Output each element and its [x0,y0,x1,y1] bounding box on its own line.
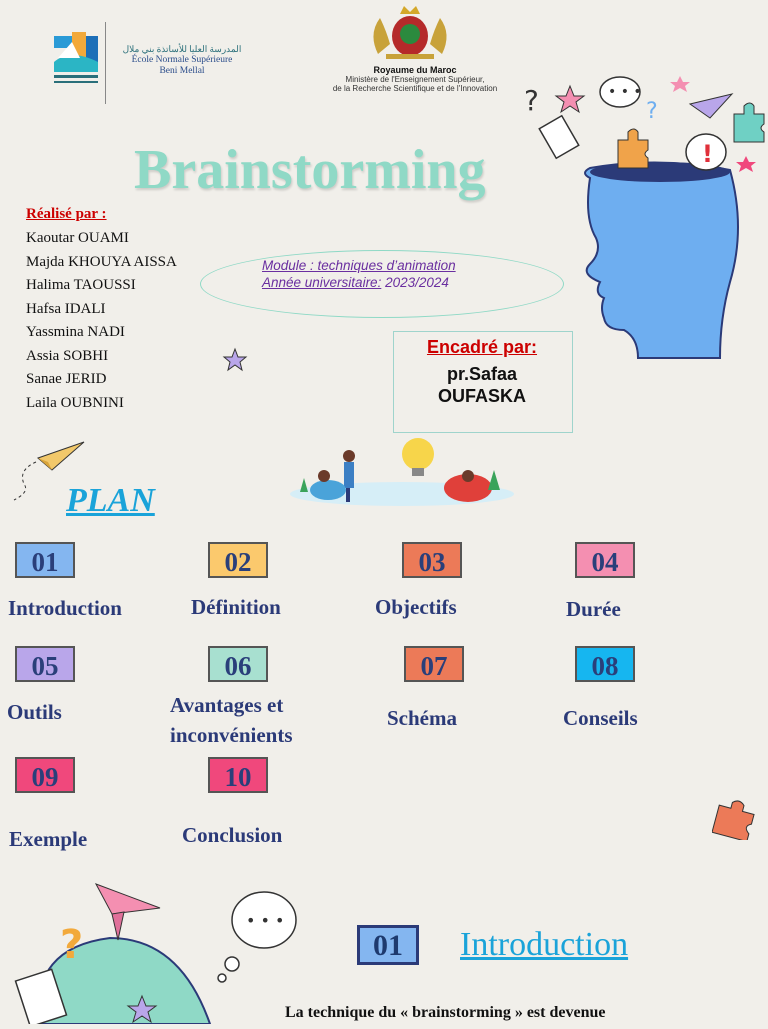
supervisor-label: Encadré par: [426,337,538,357]
author-name: Majda KHOUYA AISSA [26,253,177,270]
module-line: Module : techniques d’animation [262,258,456,273]
supervisor-name: pr.Safaa OUFASKA [393,363,571,407]
plan-item-label[interactable]: Conseils [563,706,638,730]
plan-item-label[interactable]: Définition [191,595,281,619]
plan-number-box: 01 [15,542,75,578]
ministry-caption: Royaume du Maroc Ministère de l'Enseigne… [300,65,530,94]
plan-number-box: 08 [575,646,635,682]
section-number-box: 01 [357,925,419,965]
page-title: Brainstorming [134,139,486,201]
royaume-title: Royaume du Maroc [373,65,457,75]
plan-number-box: 10 [208,757,268,793]
brain-head-illustration: ! • • • ? ? [520,68,768,380]
ens-line1: École Normale Supérieure [131,55,233,65]
svg-text:?: ? [646,99,658,124]
plan-number-box: 05 [15,646,75,682]
plan-item-label[interactable]: Durée [566,597,621,621]
plan-number-box: 02 [208,542,268,578]
plan-item-label[interactable]: Avantages et inconvénients [170,693,293,747]
svg-text:?: ? [60,922,83,968]
puzzle-piece-icon [711,800,760,845]
module-ellipse [200,250,564,318]
plan-item-label[interactable]: Outils [7,700,62,724]
plan-item-label[interactable]: Exemple [9,827,88,851]
author-name: Laila OUBNINI [26,394,124,411]
ministry-line1: Ministère de l'Enseignement Supérieur, [345,75,485,84]
ens-line2: Beni Mellal [159,66,205,76]
paper-plane-icon [8,440,88,509]
plan-title: PLAN [66,482,155,519]
moroccan-crest-icon [360,4,460,62]
plan-item-label[interactable]: Objectifs [375,595,457,619]
authors-list: Kaoutar OUAMI Majda KHOUYA AISSA Halima … [26,227,177,415]
ens-name: المدرسة العليا للأساتذة بني ملال École N… [112,44,252,77]
ministry-line2: de la Recherche Scientifique et de l'Inn… [332,84,498,93]
svg-text:• • •: • • • [608,84,642,100]
svg-text:?: ? [524,84,539,117]
plan-number-box: 07 [404,646,464,682]
author-name: Assia SOBHI [26,347,109,364]
bottom-ideas-illustration: ? • • • [0,878,310,1029]
author-name: Kaoutar OUAMI [26,230,129,246]
people-idea-illustration [288,432,516,515]
plan-item-label[interactable]: Schéma [387,706,457,730]
section-text: La technique du « brainstorming » est de… [285,1004,606,1021]
plan-item-label[interactable]: Conclusion [182,823,283,847]
plan-number-box: 06 [208,646,268,682]
author-name: Yassmina NADI [26,324,125,340]
svg-text:• • •: • • • [246,911,284,930]
ens-arabic: المدرسة العليا للأساتذة بني ملال [122,44,242,54]
plan-number-box: 04 [575,542,635,578]
year-value: 2023/2024 [381,275,449,290]
author-name: Halima TAOUSSI [26,277,136,293]
plan-number-box: 09 [15,757,75,793]
ens-logo [50,28,104,90]
module-info: Module : techniques d’animation Année un… [262,257,456,291]
author-name: Hafsa IDALI [26,300,106,317]
author-name: Sanae JERID [26,371,107,387]
star-icon [222,347,248,378]
svg-text:!: ! [702,140,713,168]
plan-number-box: 03 [402,542,462,578]
section-title: Introduction [460,926,629,963]
realise-label: Réalisé par : [26,206,107,222]
supervisor-last: OUFASKA [437,386,526,406]
year-label: Année universitaire: [262,275,382,290]
supervisor-first: pr.Safaa [446,364,518,384]
header-divider [105,22,106,104]
supervisor-box [393,331,573,433]
plan-item-label[interactable]: Introduction [8,596,122,620]
